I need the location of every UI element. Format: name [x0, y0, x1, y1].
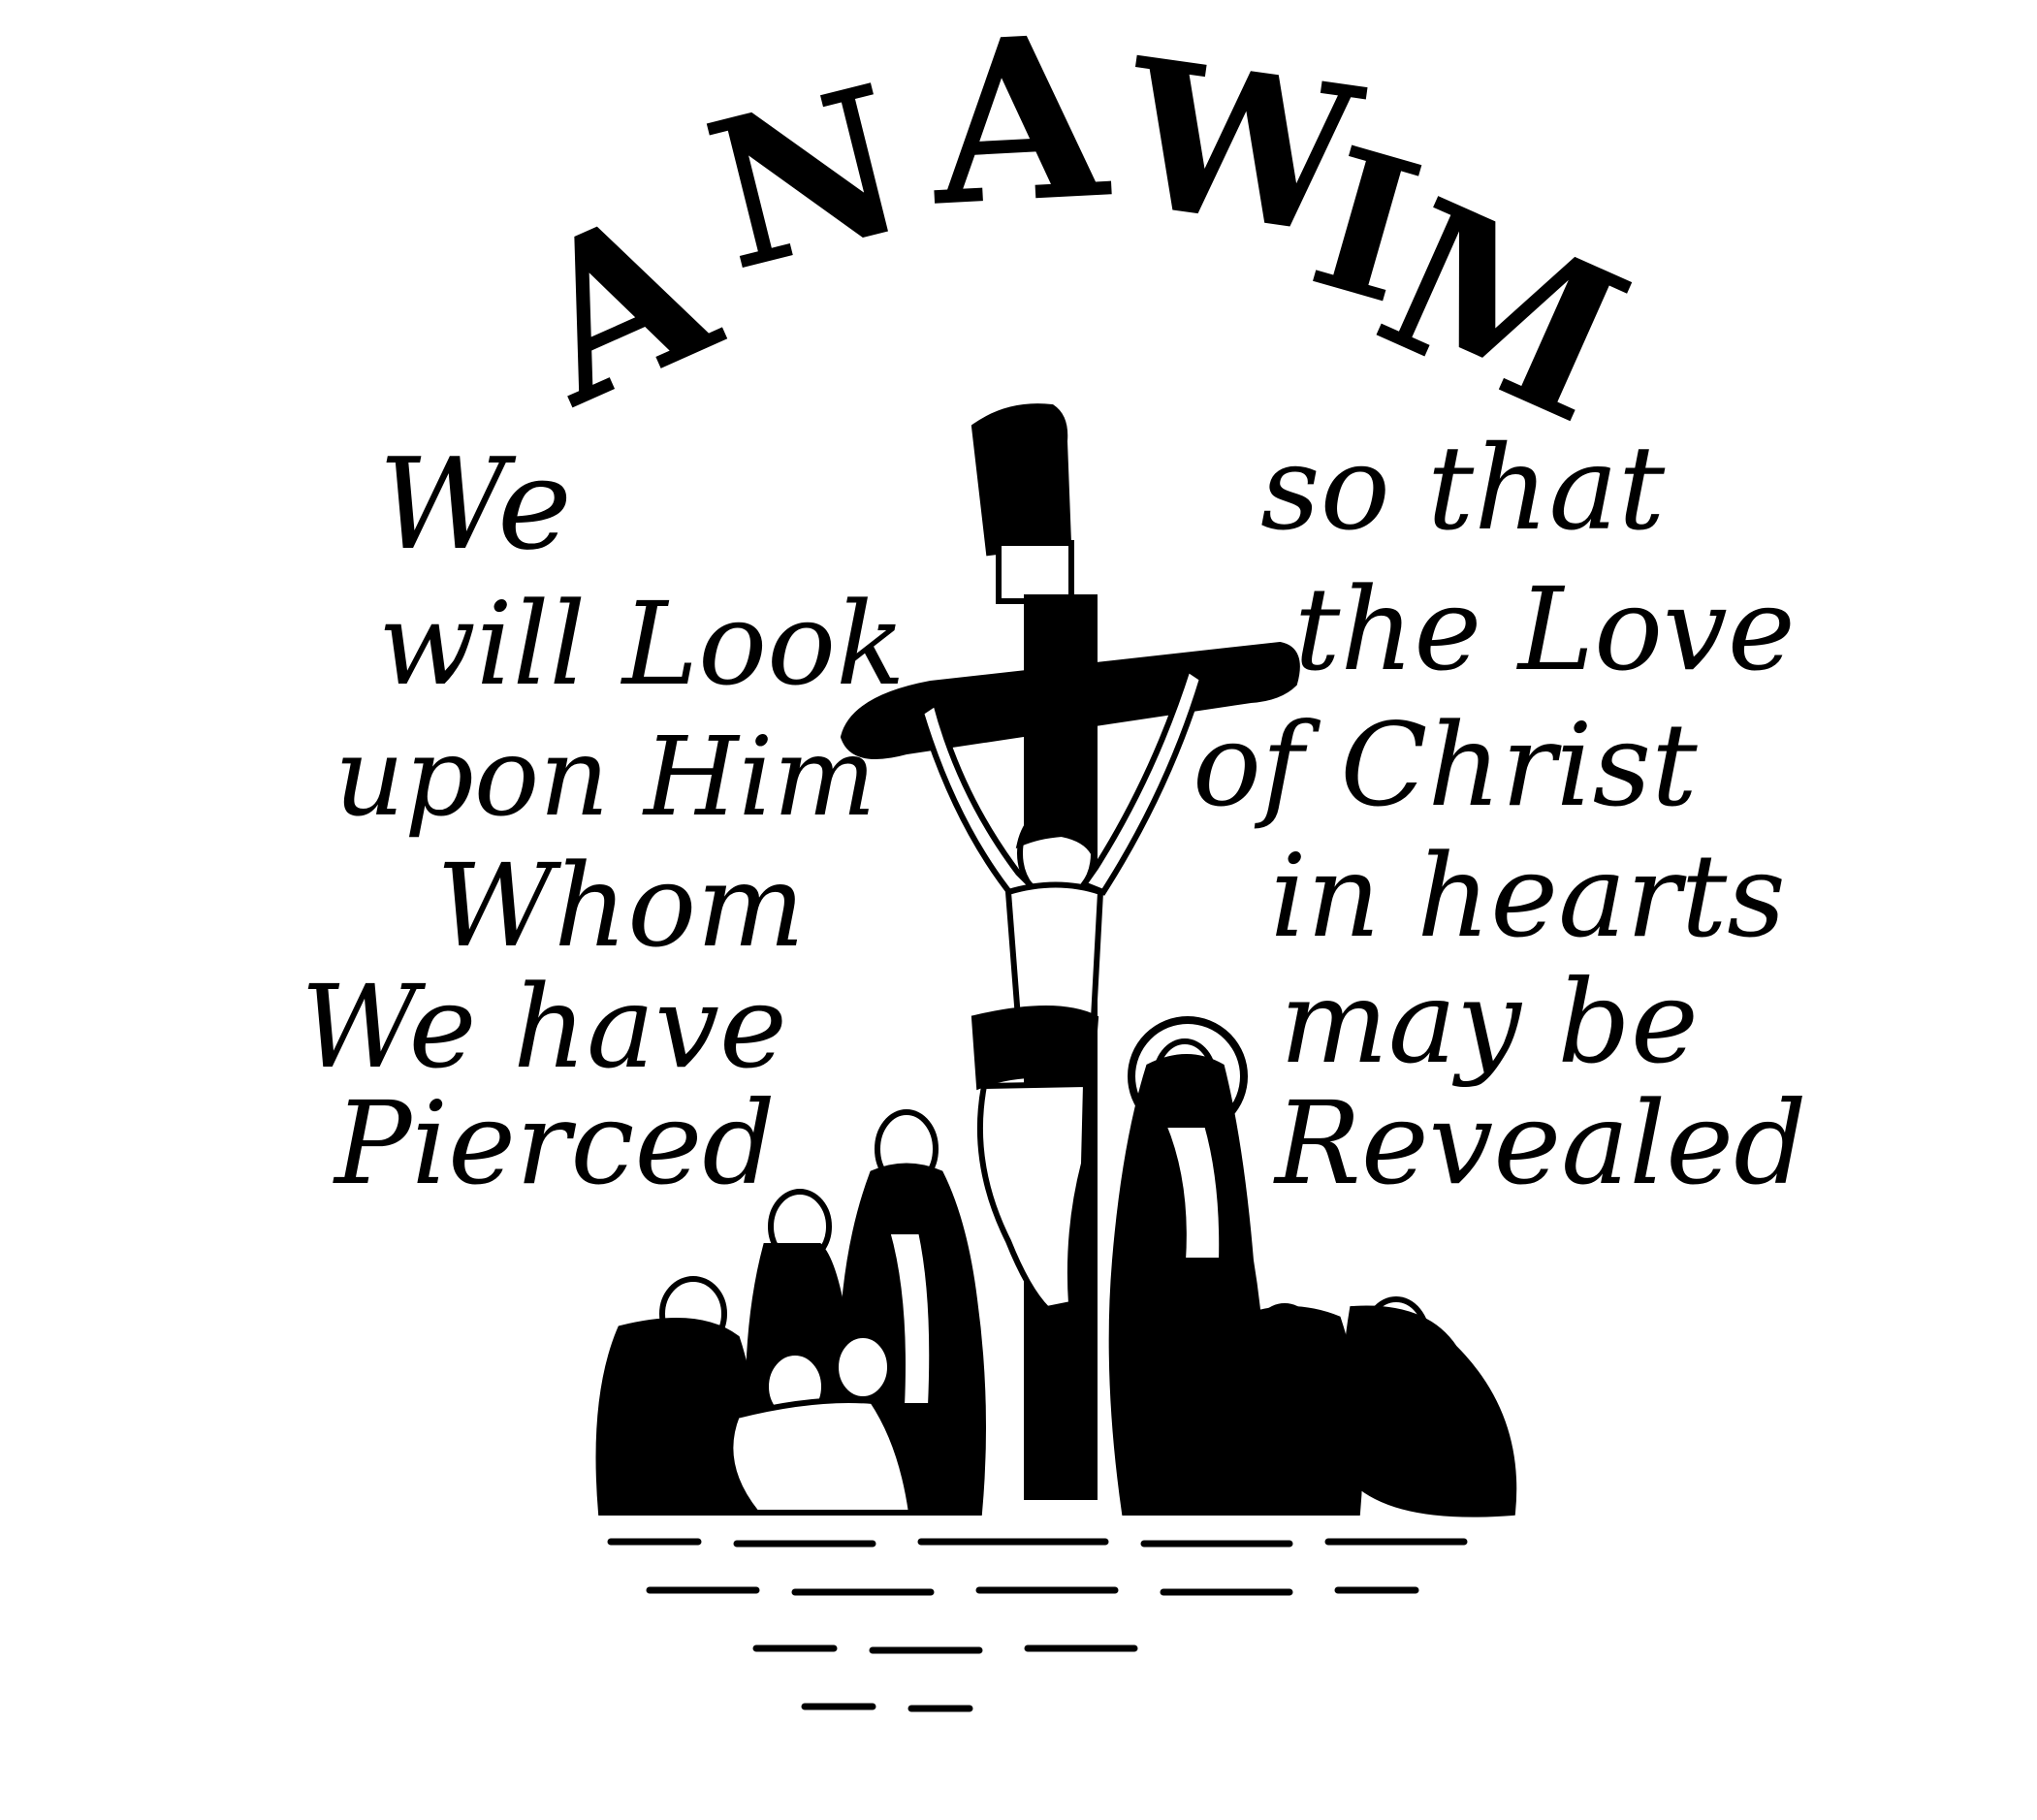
- title-letter-4: W: [1109, 13, 1374, 282]
- left-verse-line-3: upon Him: [334, 715, 876, 841]
- right-verse-line-3: of Christ: [1193, 698, 1698, 832]
- christ-legs: [976, 1080, 1090, 1313]
- title-letter-3: A: [924, 0, 1116, 257]
- cross-titulus: [971, 403, 1072, 557]
- right-verse-line-4: in hearts: [1270, 829, 1786, 963]
- mary-figure: [1108, 1016, 1267, 1516]
- right-verse-line-1: so that: [1260, 422, 1666, 557]
- mary-mantle-inner: [1159, 1122, 1225, 1263]
- title-arc: A N A W I M: [491, 0, 1659, 470]
- mourner-head: [833, 1332, 893, 1402]
- christ-loincloth: [971, 1006, 1099, 1091]
- john-robe-fold: [883, 1229, 936, 1409]
- left-verse-line-1: We: [378, 431, 572, 578]
- cross-sign: [996, 540, 1074, 604]
- left-verse: We will Look upon Him Whom We have Pierc…: [301, 431, 906, 1210]
- mourner-robe: [727, 1397, 915, 1516]
- right-mourners-group: [1230, 1296, 1517, 1517]
- right-verse-line-6: Revealed: [1273, 1076, 1807, 1210]
- ground-lines: [607, 1538, 1468, 1712]
- right-verse-line-2: the Love: [1294, 562, 1796, 696]
- mourner-robe: [1341, 1305, 1517, 1517]
- left-verse-line-2: will Look: [378, 577, 906, 711]
- left-mourners-group: [595, 1189, 915, 1516]
- left-verse-line-5: We have: [301, 960, 787, 1094]
- crucifixion-scene-icon: [595, 403, 1517, 1712]
- title-letter-2: N: [687, 40, 926, 317]
- left-verse-line-4: Whom: [436, 839, 805, 973]
- christ-figure: [917, 664, 1206, 1313]
- title-letter-1: A: [491, 155, 748, 454]
- christ-hair: [1015, 803, 1098, 864]
- christ-torso: [1004, 881, 1104, 1029]
- left-verse-line-6: Pierced: [333, 1076, 776, 1210]
- right-verse-line-5: may be: [1280, 955, 1699, 1089]
- right-verse: so that the Love of Christ in hearts may…: [1193, 422, 1807, 1210]
